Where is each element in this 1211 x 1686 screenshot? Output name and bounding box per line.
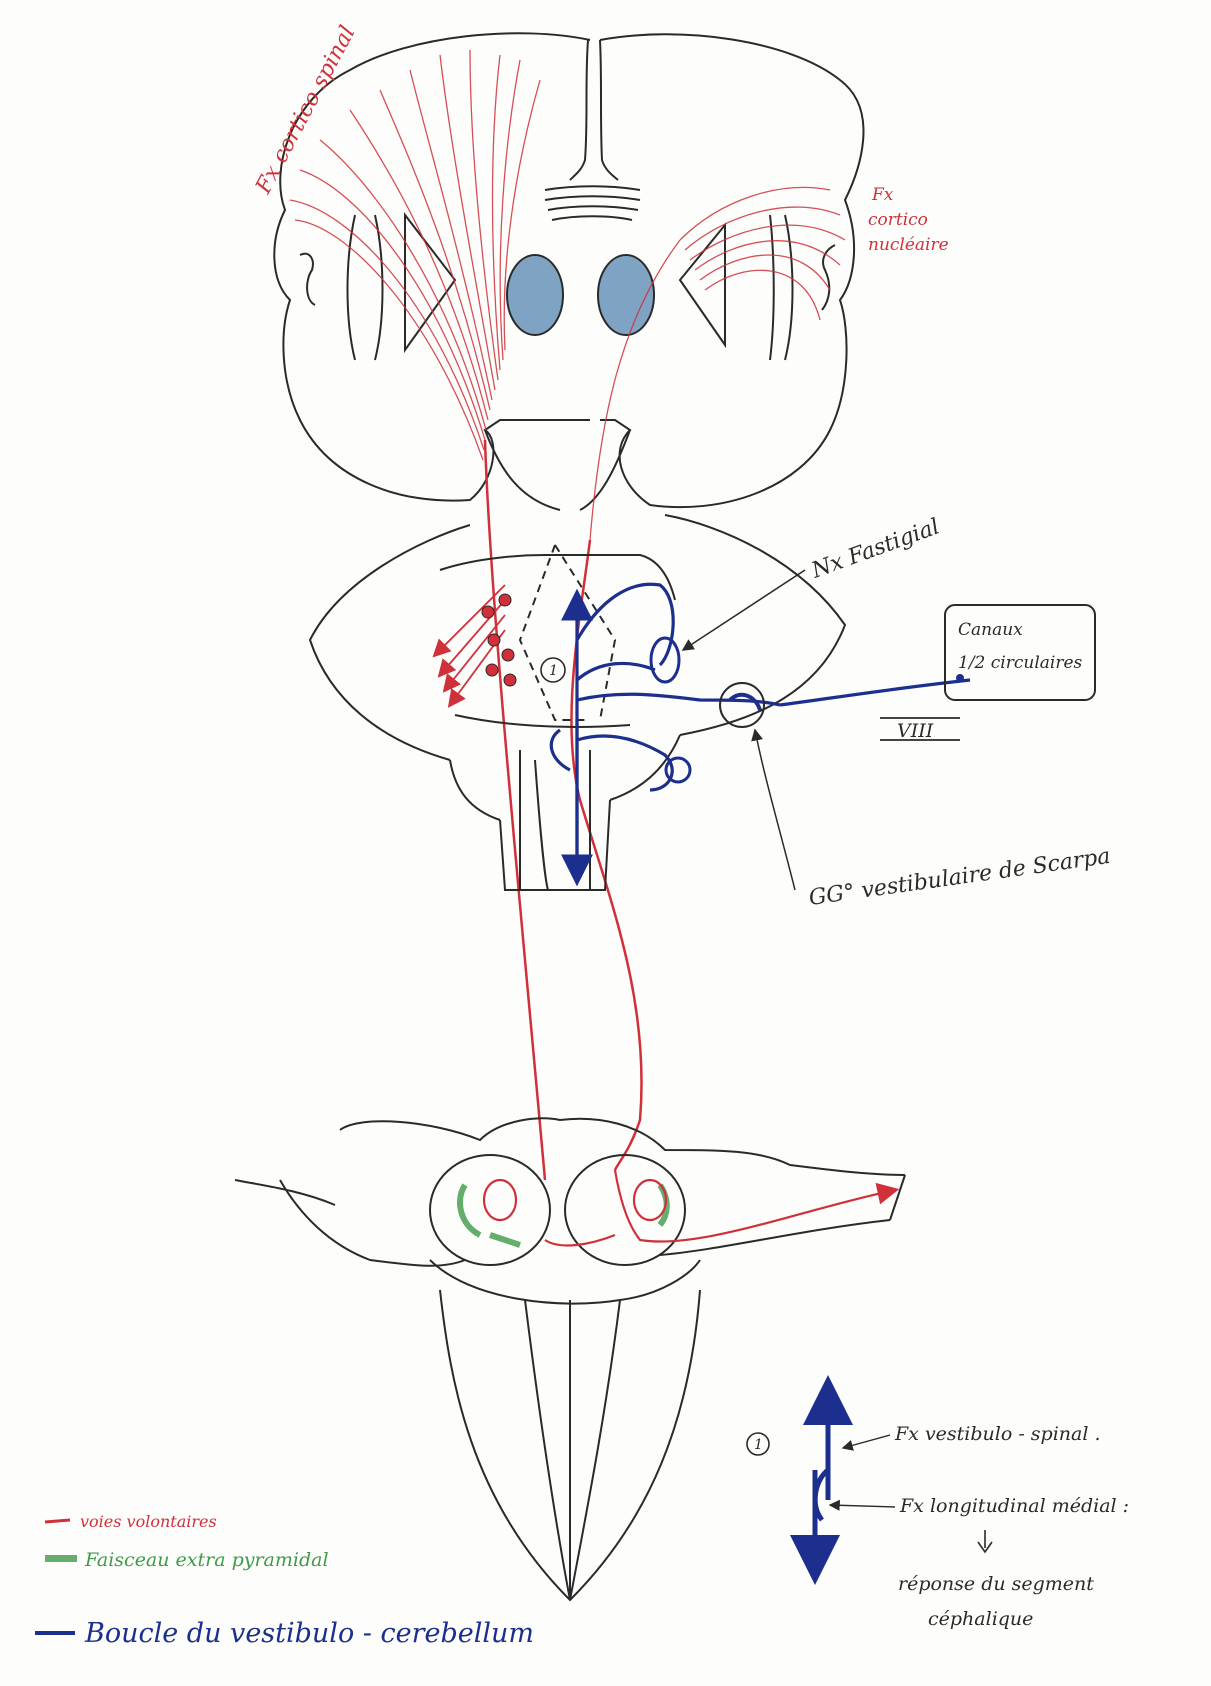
corticospinal-fibers (290, 50, 540, 460)
legend-label-voluntary: voies volontaires (80, 1512, 217, 1531)
label-marker-one: 1 (549, 663, 558, 679)
legend-label-vestibular: Boucle du vestibulo - cerebellum (84, 1618, 534, 1649)
scarpa-leader (755, 730, 795, 890)
fastigial-leader (683, 570, 805, 650)
corticonuclear-fibers (590, 187, 845, 540)
cord-red-tracts (484, 1170, 895, 1245)
label-canals-2: 1/2 circulaires (958, 653, 1083, 673)
label-corticonuclear-2: cortico (868, 210, 928, 230)
label-corticonuclear-3: nucléaire (868, 235, 949, 255)
spinal-cord-outline (235, 1118, 905, 1600)
label-fastigial: Nx Fastigial (808, 514, 943, 584)
legend (35, 1520, 77, 1633)
label-longitudinal: Fx longitudinal médial : (899, 1495, 1129, 1517)
label-nerve-viii: VIII (897, 720, 934, 742)
legend-swatch-voluntary (45, 1520, 70, 1522)
canal-terminal-dot (956, 674, 964, 682)
marker-one-schema (815, 1385, 828, 1575)
vestibular-nucleus (666, 758, 690, 782)
response-arrow (978, 1530, 992, 1552)
longitudinal-leader (830, 1505, 895, 1507)
scarpa-ganglion-fibers (730, 695, 760, 710)
label-response-2: céphalique (928, 1608, 1033, 1630)
left-ventricle (507, 255, 563, 335)
legend-swatch-extrapyramidal (45, 1555, 77, 1562)
label-scarpa: GG° vestibulaire de Scarpa (807, 844, 1112, 911)
label-response-1: réponse du segment (898, 1573, 1094, 1595)
label-canals-1: Canaux (958, 620, 1023, 640)
label-vestibulospinal: Fx vestibulo - spinal . (894, 1423, 1101, 1445)
label-marker-one-legend: 1 (754, 1437, 763, 1453)
descending-red-tract-left (485, 440, 545, 1180)
vestibulospinal-leader (843, 1435, 890, 1448)
label-corticonuclear-1: Fx (871, 185, 894, 205)
legend-label-extrapyramidal: Faisceau extra pyramidal (84, 1549, 329, 1571)
